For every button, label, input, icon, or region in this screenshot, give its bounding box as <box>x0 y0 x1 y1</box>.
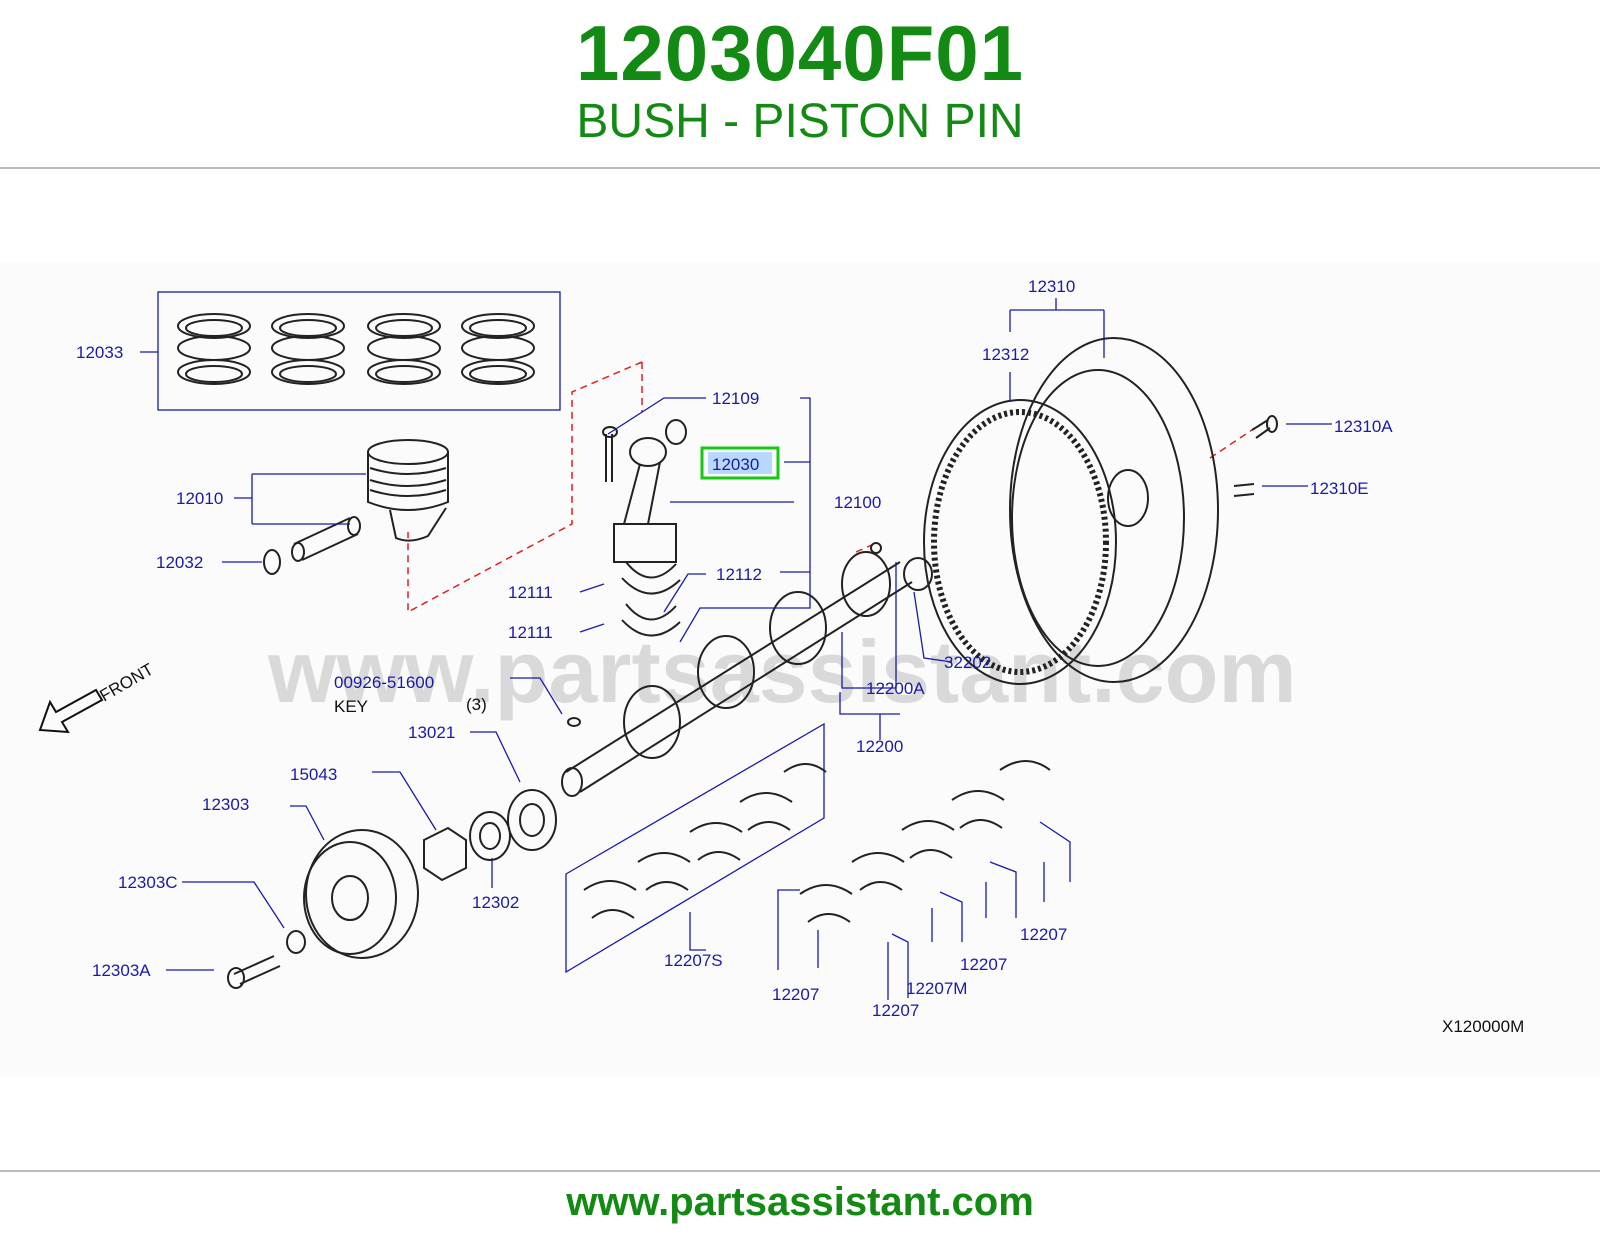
callout-spacer[interactable]: 12302 <box>472 893 519 912</box>
part-number-title: 1203040F01 <box>575 9 1025 97</box>
callout-pulley-washer[interactable]: 12303C <box>118 873 178 892</box>
key-quantity: (3) <box>466 695 487 714</box>
main-bearing-set-drawing <box>565 722 827 974</box>
piston-drawing <box>367 439 449 542</box>
callout-sprocket[interactable]: 13021 <box>408 723 455 742</box>
dowel-pin-drawing <box>1233 483 1255 497</box>
flywheel-bolt-drawing <box>1251 415 1278 439</box>
front-arrow-icon <box>38 688 104 734</box>
callout-flywheel-bolt[interactable]: 12310A <box>1334 417 1393 436</box>
page-header: 1203040F01 BUSH - PISTON PIN <box>0 0 1600 168</box>
callout-main-bearing-set[interactable]: 12207S <box>664 951 723 970</box>
callout-main-bearing-b[interactable]: 12207 <box>872 1001 919 1020</box>
woodruff-key-drawing <box>567 717 581 727</box>
callout-piston[interactable]: 12010 <box>176 489 223 508</box>
callout-main-bearing-c[interactable]: 12207 <box>960 955 1007 974</box>
callout-seal-ring[interactable]: 15043 <box>290 765 337 784</box>
spacer-drawing <box>469 811 511 861</box>
piston-pin-drawing <box>291 516 361 562</box>
connecting-rod-drawing <box>602 419 687 563</box>
callout-rod-bolt[interactable]: 12109 <box>712 389 759 408</box>
highlight-box <box>700 446 780 480</box>
callout-ring-set[interactable]: 12033 <box>76 343 123 362</box>
callout-main-bearing-m[interactable]: 12207M <box>906 979 967 998</box>
footer-divider <box>0 1170 1600 1172</box>
rod-bearing-drawing <box>621 561 681 637</box>
crankshaft-drawing <box>561 542 933 797</box>
callout-conrod-assy[interactable]: 12100 <box>834 493 881 512</box>
callout-crankshaft-assy[interactable]: 12200 <box>856 737 903 756</box>
callout-rod-bearing-lower[interactable]: 12111 <box>508 623 553 642</box>
callout-dowel-pin[interactable]: 12310E <box>1310 479 1369 498</box>
callout-ring-gear[interactable]: 12312 <box>982 345 1029 364</box>
pulley-bolt-drawing <box>227 955 281 989</box>
part-name-subtitle: BUSH - PISTON PIN <box>576 95 1024 148</box>
callout-main-bearing-a[interactable]: 12207 <box>772 985 819 1004</box>
pulley-washer-drawing <box>286 930 306 954</box>
flywheel-drawing <box>1009 337 1219 683</box>
highlight-fill <box>708 452 772 474</box>
footer-url-link[interactable]: www.partsassistant.com <box>566 1180 1034 1224</box>
callout-key[interactable]: 00926-51600 <box>334 673 434 692</box>
crank-sprocket-drawing <box>507 789 557 851</box>
callout-pin-bush[interactable]: 12030 <box>712 455 759 474</box>
piston-ring-set-drawing <box>157 291 561 411</box>
callout-rod-bearing-upper[interactable]: 12111 <box>508 583 553 602</box>
main-bearings-loose-drawing <box>799 760 1051 923</box>
callout-snap-ring[interactable]: 12032 <box>156 553 203 572</box>
ring-gear-drawing <box>923 399 1117 685</box>
header-divider <box>0 167 1600 169</box>
snap-ring-drawing <box>263 549 281 575</box>
callout-pulley-bolt[interactable]: 12303A <box>92 961 151 980</box>
callout-main-bearing-d[interactable]: 12207 <box>1020 925 1067 944</box>
parts-diagram: www.partsassistant.com <box>0 262 1600 1077</box>
callout-pulley[interactable]: 12303 <box>202 795 249 814</box>
key-caption: KEY <box>334 697 368 716</box>
watermark-text: www.partsassistant.com <box>267 622 1297 721</box>
front-seal-drawing <box>423 826 467 882</box>
callout-flywheel-assy[interactable]: 12310 <box>1028 277 1075 296</box>
callout-pilot-bushing[interactable]: 32202 <box>944 653 991 672</box>
callout-crankshaft[interactable]: 12200A <box>866 679 925 698</box>
crank-pulley-drawing <box>303 829 419 959</box>
callout-rod-nut[interactable]: 12112 <box>716 565 762 584</box>
diagram-reference-code: X120000M <box>1442 1017 1524 1036</box>
